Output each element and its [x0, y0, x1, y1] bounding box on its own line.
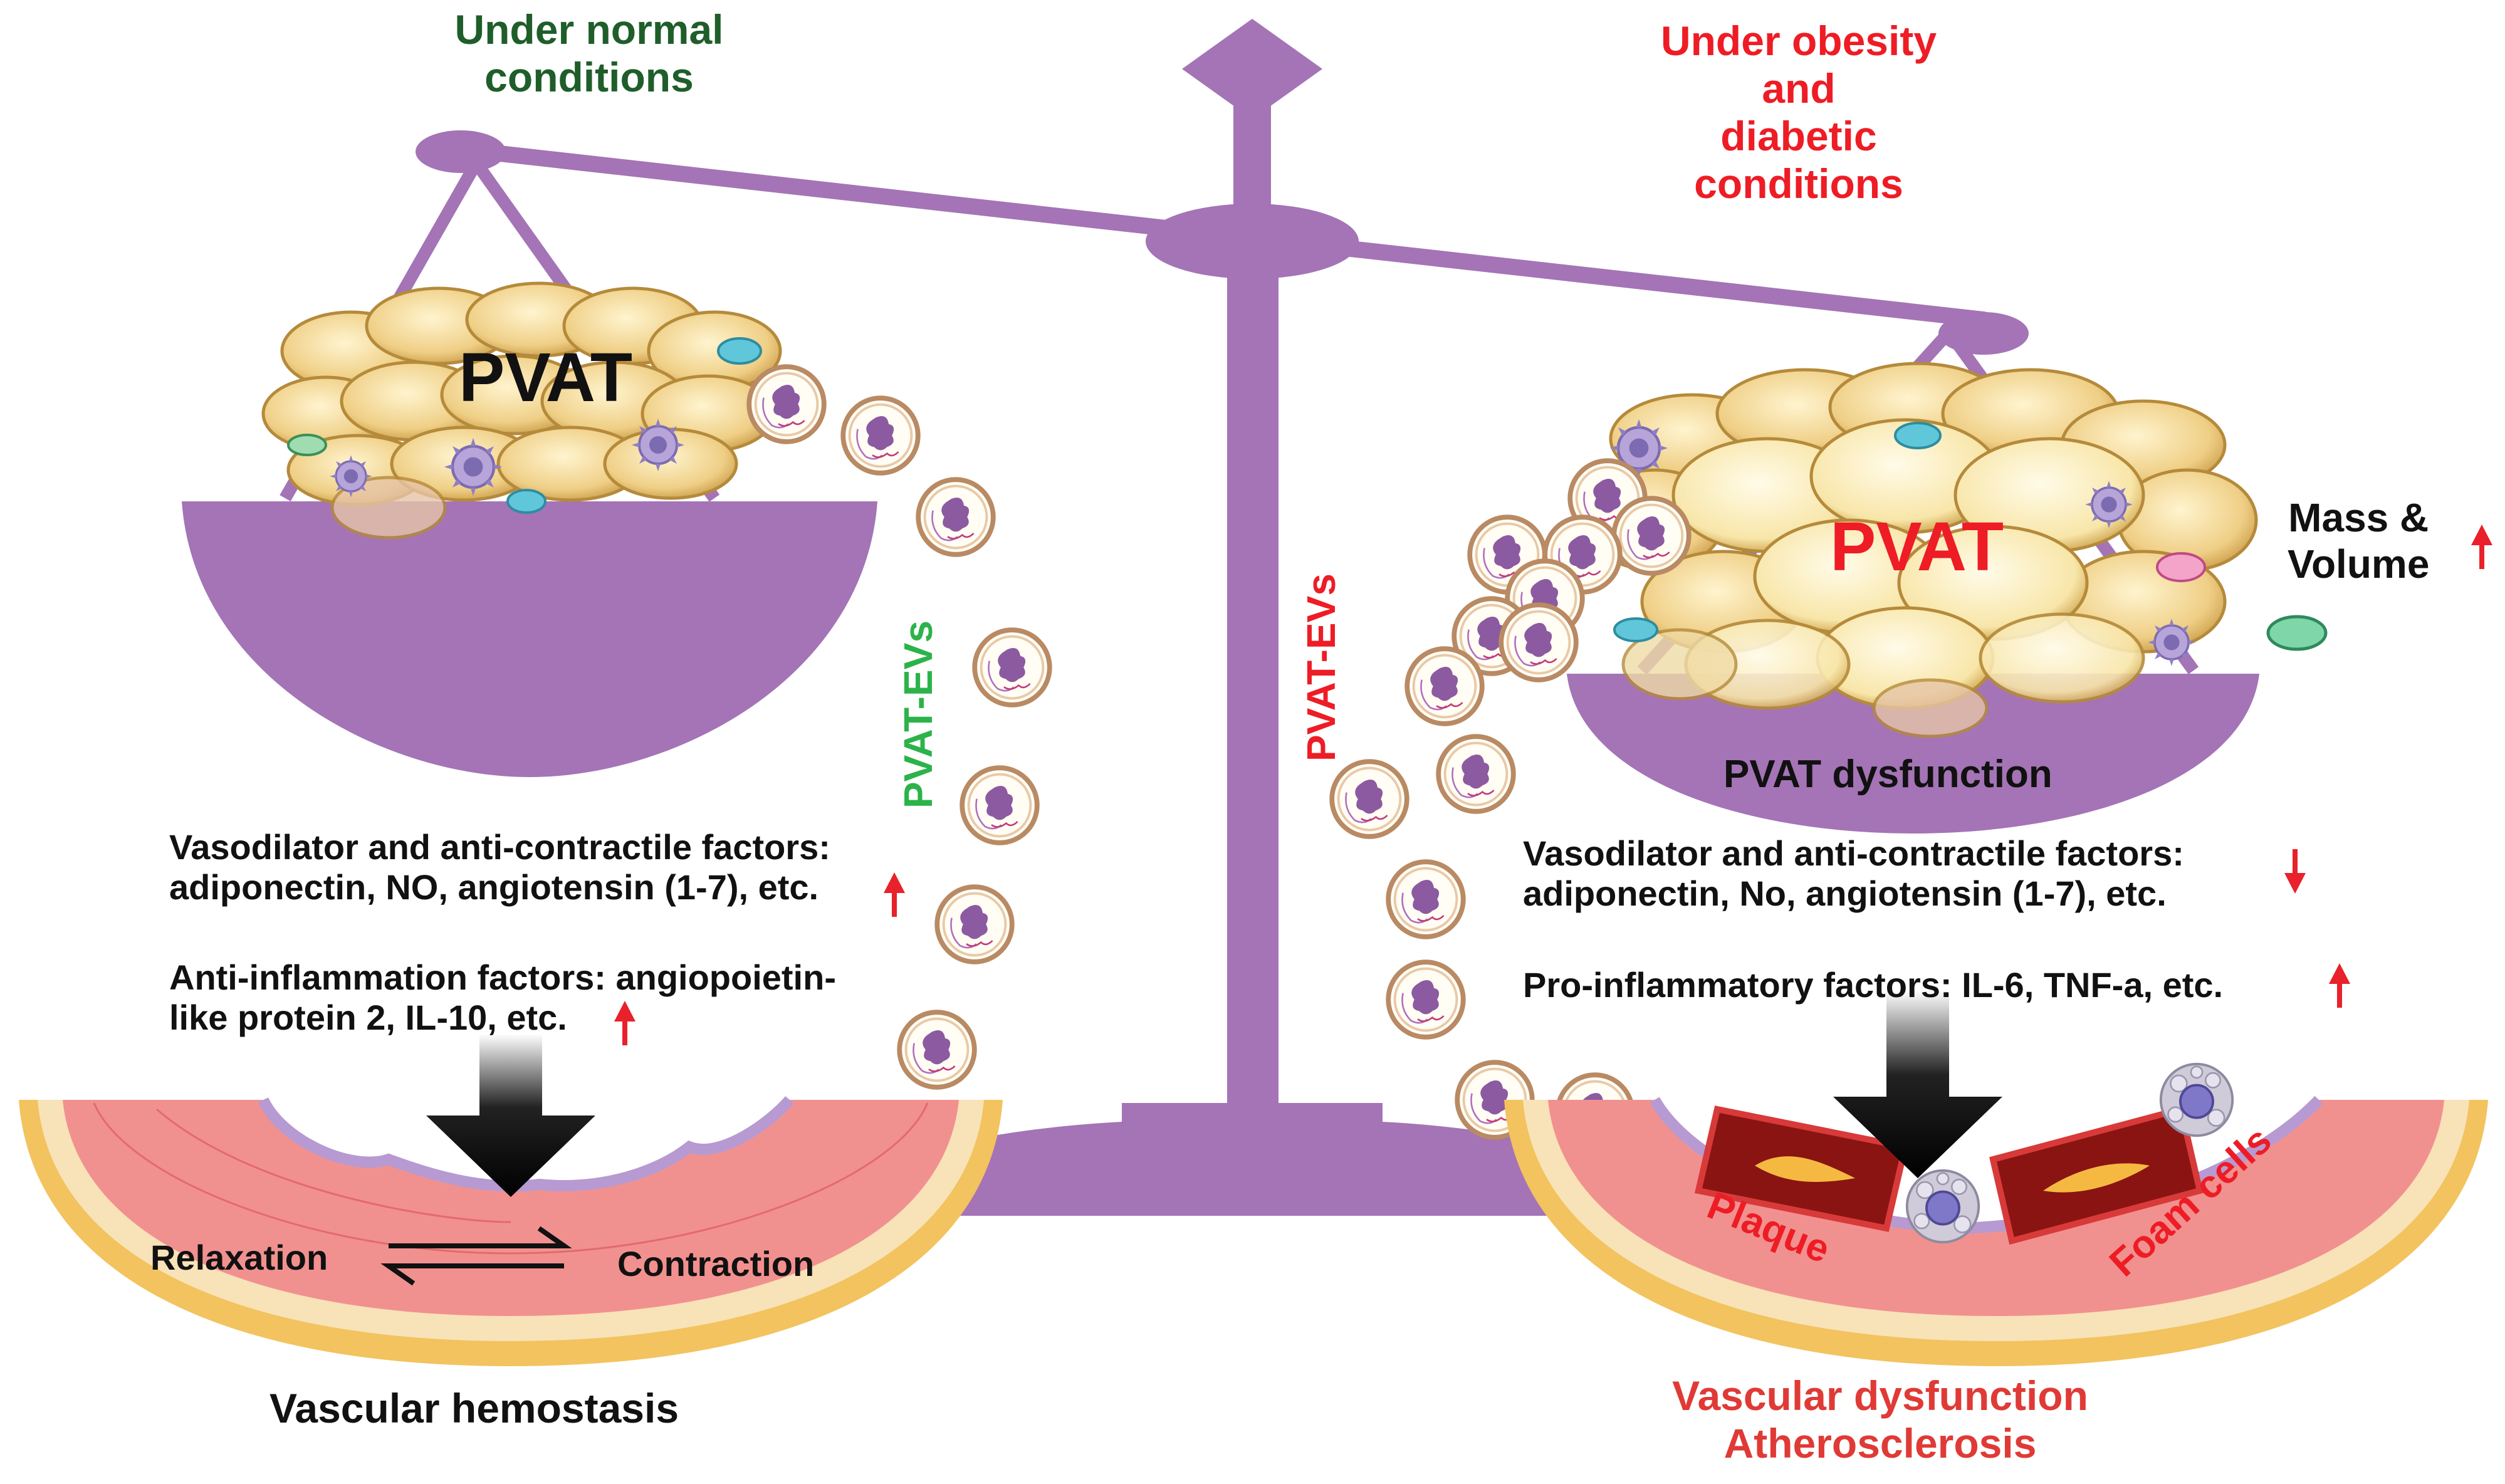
ev-vesicle-icon [1501, 605, 1576, 680]
up-arrow-icon [614, 1001, 635, 1045]
pvat-dysfunction-label: PVAT dysfunction [1723, 753, 2053, 796]
ev-vesicle-icon [918, 479, 993, 555]
cyan-cell-icon [506, 489, 546, 514]
ev-vesicle-icon [1614, 498, 1689, 573]
cyan-cell-icon [1613, 617, 1658, 642]
ev-vesicle-icon [1388, 862, 1463, 937]
left-antiinflam-line2: like protein 2, IL-10, etc. [169, 998, 567, 1038]
left-antiinflam-line1: Anti-inflammation factors: angiopoietin- [169, 958, 836, 997]
left-antiinflam-text: Anti-inflammation factors: angiopoietin-… [169, 958, 836, 1038]
mass-line: Mass & [2288, 495, 2429, 540]
plaque-icon [1694, 1105, 1910, 1232]
ev-vesicle-icon [1388, 962, 1463, 1037]
immune-cell-icon [630, 417, 686, 473]
immune-cell-icon [2084, 479, 2134, 530]
pink-cell-icon [2156, 552, 2206, 582]
balance-scale [182, 19, 2259, 1216]
right-vasodilator-line1: Vasodilator and anti-contractile factors… [1523, 833, 2184, 873]
equilibrium-arrows-icon [380, 1226, 572, 1286]
contraction-label: Contraction [617, 1244, 815, 1283]
right-ev-label: PVAT-EVs [1299, 573, 1344, 761]
left-vessel-wall [19, 1096, 1003, 1366]
mass-volume-label: Mass & Volume [2288, 495, 2429, 587]
foam-cell-icon [1905, 1169, 1980, 1244]
left-pvat-adipose-cluster [261, 281, 782, 540]
down-arrow-icon [2284, 849, 2306, 894]
right-proinflam-text: Pro-inflammatory factors: IL-6, TNF-a, e… [1523, 965, 2224, 1005]
right-ev-cluster [1332, 461, 1689, 1150]
right-outcome: Vascular dysfunction Atherosclerosis [1661, 1372, 2100, 1468]
left-vasodilator-text: Vasodilator and anti-contractile factors… [169, 827, 830, 908]
right-heading: Under obesity and diabetic conditions [1623, 18, 1974, 208]
green-cell-icon [287, 434, 327, 456]
right-heading-line1: Under obesity and [1660, 18, 1937, 112]
plaque-icon [1989, 1105, 2204, 1245]
right-vessel-wall [1504, 1062, 2488, 1366]
foam-cell-icon [2159, 1062, 2234, 1137]
right-outcome-line2: Atherosclerosis [1723, 1419, 2037, 1466]
black-down-arrow-icon [426, 1034, 595, 1197]
right-pvat-label: PVAT [1830, 508, 2004, 585]
relaxation-label: Relaxation [150, 1238, 328, 1277]
ev-vesicle-icon [1407, 649, 1482, 724]
up-arrow-icon [884, 872, 905, 917]
up-arrow-icon [2329, 963, 2350, 1008]
ev-vesicle-icon [843, 398, 918, 473]
left-vasodilator-line1: Vasodilator and anti-contractile factors… [169, 827, 830, 867]
right-vasodilator-text: Vasodilator and anti-contractile factors… [1523, 833, 2184, 914]
immune-cell-icon [444, 438, 502, 496]
ev-vesicle-icon [962, 768, 1037, 843]
left-vasodilator-line2: adiponectin, NO, angiotensin (1-7), etc. [169, 867, 819, 907]
scale-pole [1227, 207, 1279, 1103]
cyan-cell-icon [1894, 422, 1942, 449]
right-vasodilator-line2: adiponectin, No, angiotensin (1-7), etc. [1523, 874, 2167, 914]
left-outcome: Vascular hemostasis [269, 1385, 679, 1431]
left-pan [182, 501, 877, 777]
ev-vesicle-icon [899, 1012, 975, 1087]
green-cell-icon [2266, 615, 2328, 651]
left-heading: Under normal conditions [454, 6, 724, 100]
ev-vesicle-icon [749, 367, 824, 442]
cyan-cell-icon [717, 337, 762, 365]
scale-top-diamond [1182, 19, 1322, 119]
black-down-arrow-icon [1833, 990, 2002, 1178]
scale-base [775, 1103, 1730, 1216]
right-pan [1567, 674, 2259, 833]
right-heading-line2: diabetic conditions [1694, 112, 1903, 207]
up-arrow-icon [2471, 525, 2492, 569]
ev-vesicle-icon [937, 887, 1012, 962]
volume-line: Volume [2288, 541, 2430, 587]
right-outcome-line1: Vascular dysfunction [1672, 1372, 2088, 1419]
left-pvat-label: PVAT [459, 339, 633, 416]
immune-cell-icon [2147, 617, 2197, 667]
left-ev-label: PVAT-EVs [896, 620, 941, 808]
immune-cell-icon [328, 454, 374, 499]
red-arrows [614, 525, 2492, 1045]
ev-vesicle-icon [975, 630, 1050, 705]
ev-vesicle-icon [1438, 736, 1514, 812]
ev-vesicle-icon [1332, 761, 1407, 837]
